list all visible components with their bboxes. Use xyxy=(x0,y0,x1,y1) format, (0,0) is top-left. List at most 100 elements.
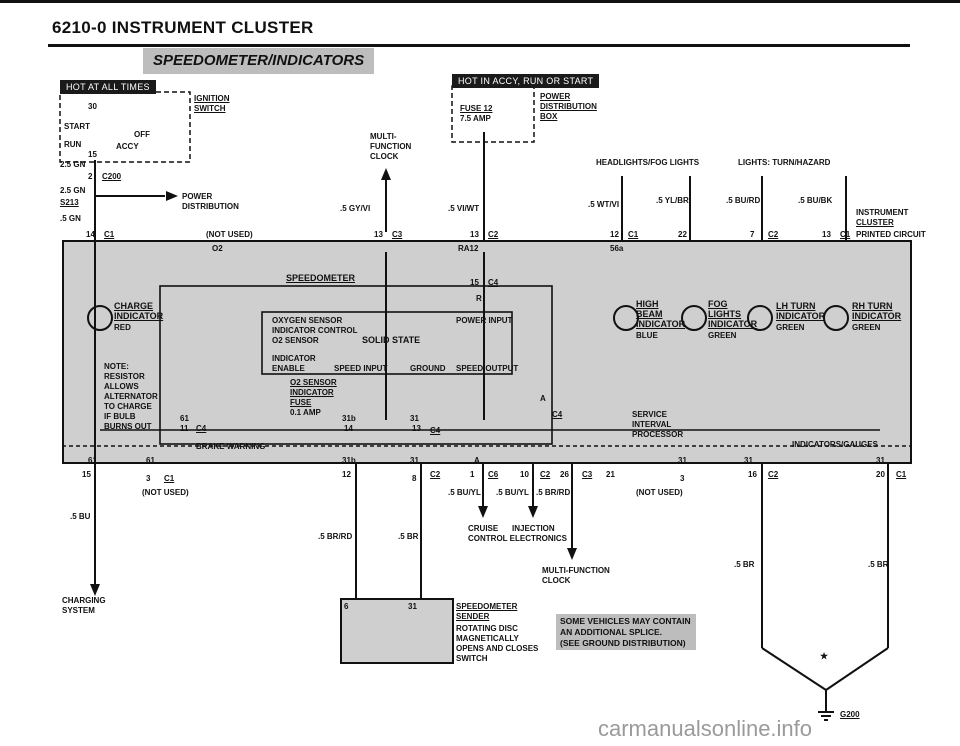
service-3: PROCESSOR xyxy=(632,430,684,439)
b-61a: 61 xyxy=(88,456,97,465)
pin-61: 61 xyxy=(180,414,189,423)
fuse-12: FUSE 12 xyxy=(460,104,493,113)
b-31c: 31 xyxy=(678,456,687,465)
c2d-connector: C2 xyxy=(540,470,551,479)
fuse-small: FUSE xyxy=(290,398,312,407)
c1d-connector: C1 xyxy=(164,474,175,483)
pin-14: 14 xyxy=(86,230,95,239)
red-label: RED xyxy=(114,323,131,332)
sender-6: SWITCH xyxy=(456,654,488,663)
solid-state-label: SOLID STATE xyxy=(362,335,421,345)
pin-3: 3 xyxy=(146,474,151,483)
g200-ground: G200 xyxy=(840,710,860,719)
b-a: A xyxy=(474,456,480,465)
inst-cluster-2: CLUSTER xyxy=(856,218,894,227)
mfc-2: CLOCK xyxy=(542,576,571,585)
pin-13d: 13 xyxy=(412,424,421,433)
pin-22: 22 xyxy=(678,230,687,239)
note-2: RESISTOR xyxy=(104,372,145,381)
not-used-b1: (NOT USED) xyxy=(142,488,189,497)
indicator-enable-2: ENABLE xyxy=(272,364,305,373)
green-3: GREEN xyxy=(852,323,881,332)
c6-connector: C6 xyxy=(488,470,499,479)
c1b-connector: C1 xyxy=(628,230,639,239)
power-box-3: BOX xyxy=(540,112,558,121)
fog-1: FOG xyxy=(708,299,728,309)
a-label: A xyxy=(540,394,546,403)
wire-burd: .5 BU/RD xyxy=(726,196,761,205)
power-box-2: DISTRIBUTION xyxy=(540,102,597,111)
pin-12b: 12 xyxy=(342,470,351,479)
c3-connector: C3 xyxy=(392,230,403,239)
headlights-label: HEADLIGHTS/FOG LIGHTS xyxy=(596,158,700,167)
green-2: GREEN xyxy=(776,323,805,332)
c4-connector: C4 xyxy=(488,278,499,287)
pin-13c: 13 xyxy=(822,230,831,239)
pin-15-c4: 15 xyxy=(470,278,479,287)
service-1: SERVICE xyxy=(632,410,667,419)
wire-viwt: .5 VI/WT xyxy=(448,204,480,213)
rh-turn-1: RH TURN xyxy=(852,301,893,311)
start-label: START xyxy=(64,122,91,131)
page-title: 6210-0 INSTRUMENT CLUSTER xyxy=(52,18,314,37)
cruise-label: CRUISE xyxy=(468,524,499,533)
wire-gyvi: .5 GY/VI xyxy=(340,204,371,213)
speed-output-label: SPEED OUTPUT xyxy=(456,364,519,373)
c1e-connector: C1 xyxy=(896,470,907,479)
switch-label: SWITCH xyxy=(194,104,226,113)
amp-small: 0.1 AMP xyxy=(290,408,321,417)
wire-2-5gn-1: 2.5 GN xyxy=(60,160,86,169)
b-31b: 31b xyxy=(342,456,356,465)
accy-label: ACCY xyxy=(116,142,139,151)
pin-56a: 56a xyxy=(610,244,624,253)
wire-2-5gn-2: 2.5 GN xyxy=(60,186,86,195)
charge-label: CHARGE xyxy=(114,301,154,311)
c1c-connector: C1 xyxy=(840,230,851,239)
sender-5: OPENS AND CLOSES xyxy=(456,644,539,653)
wire-brrd-2: .5 BR/RD xyxy=(536,488,571,497)
c3b-connector: C3 xyxy=(582,470,593,479)
wire-br-3: .5 BR xyxy=(868,560,889,569)
indicator-enable-1: INDICATOR xyxy=(272,354,316,363)
wire-ylbr: .5 YL/BR xyxy=(656,196,689,205)
c4b-connector: C4 xyxy=(196,424,207,433)
wire-br-2: .5 BR xyxy=(734,560,755,569)
sender-2: SENDER xyxy=(456,612,490,621)
pin-26: 26 xyxy=(560,470,569,479)
pin-11: 11 xyxy=(180,424,189,433)
ra12-label: RA12 xyxy=(458,244,479,253)
multi-function-3: CLOCK xyxy=(370,152,399,161)
star-marker: ★ xyxy=(820,651,829,661)
multi-function-2: FUNCTION xyxy=(370,142,412,151)
indicator-label: INDICATOR xyxy=(114,311,164,321)
pin-7: 7 xyxy=(750,230,755,239)
lh-turn-1: LH TURN xyxy=(776,301,816,311)
speed-input-label: SPEED INPUT xyxy=(334,364,388,373)
c200-connector: C200 xyxy=(102,172,122,181)
watermark: carmanualsonline.info xyxy=(598,716,813,741)
pin-1: 1 xyxy=(470,470,475,479)
r-label: R xyxy=(476,294,482,303)
printed-circuit: PRINTED CIRCUIT xyxy=(856,230,926,239)
pin-30: 30 xyxy=(88,102,97,111)
note-star-2: AN ADDITIONAL SPLICE. xyxy=(560,627,663,637)
b-31a: 31 xyxy=(410,456,419,465)
service-2: INTERVAL xyxy=(632,420,672,429)
sender-1: SPEEDOMETER xyxy=(456,602,518,611)
note-5: TO CHARGE xyxy=(104,402,152,411)
sender-3: ROTATING DISC xyxy=(456,624,518,633)
pin-12: 12 xyxy=(610,230,619,239)
note-star-1: SOME VEHICLES MAY CONTAIN xyxy=(560,616,691,626)
wire-5bu: .5 BU xyxy=(70,512,91,521)
ground-label: GROUND xyxy=(410,364,446,373)
o2-indicator-2: INDICATOR xyxy=(290,388,334,397)
hot-at-all-times-label: HOT AT ALL TIMES xyxy=(60,80,156,94)
c4c-connector: C4 xyxy=(430,426,441,435)
wire-buyl-1: .5 BU/YL xyxy=(448,488,481,497)
pin-10: 10 xyxy=(520,470,529,479)
o2-indicator-1: O2 SENSOR xyxy=(290,378,337,387)
sensor-pin-6: 6 xyxy=(344,602,349,611)
wire-br-1: .5 BR xyxy=(398,532,419,541)
mfc-1: MULTI-FUNCTION xyxy=(542,566,610,575)
